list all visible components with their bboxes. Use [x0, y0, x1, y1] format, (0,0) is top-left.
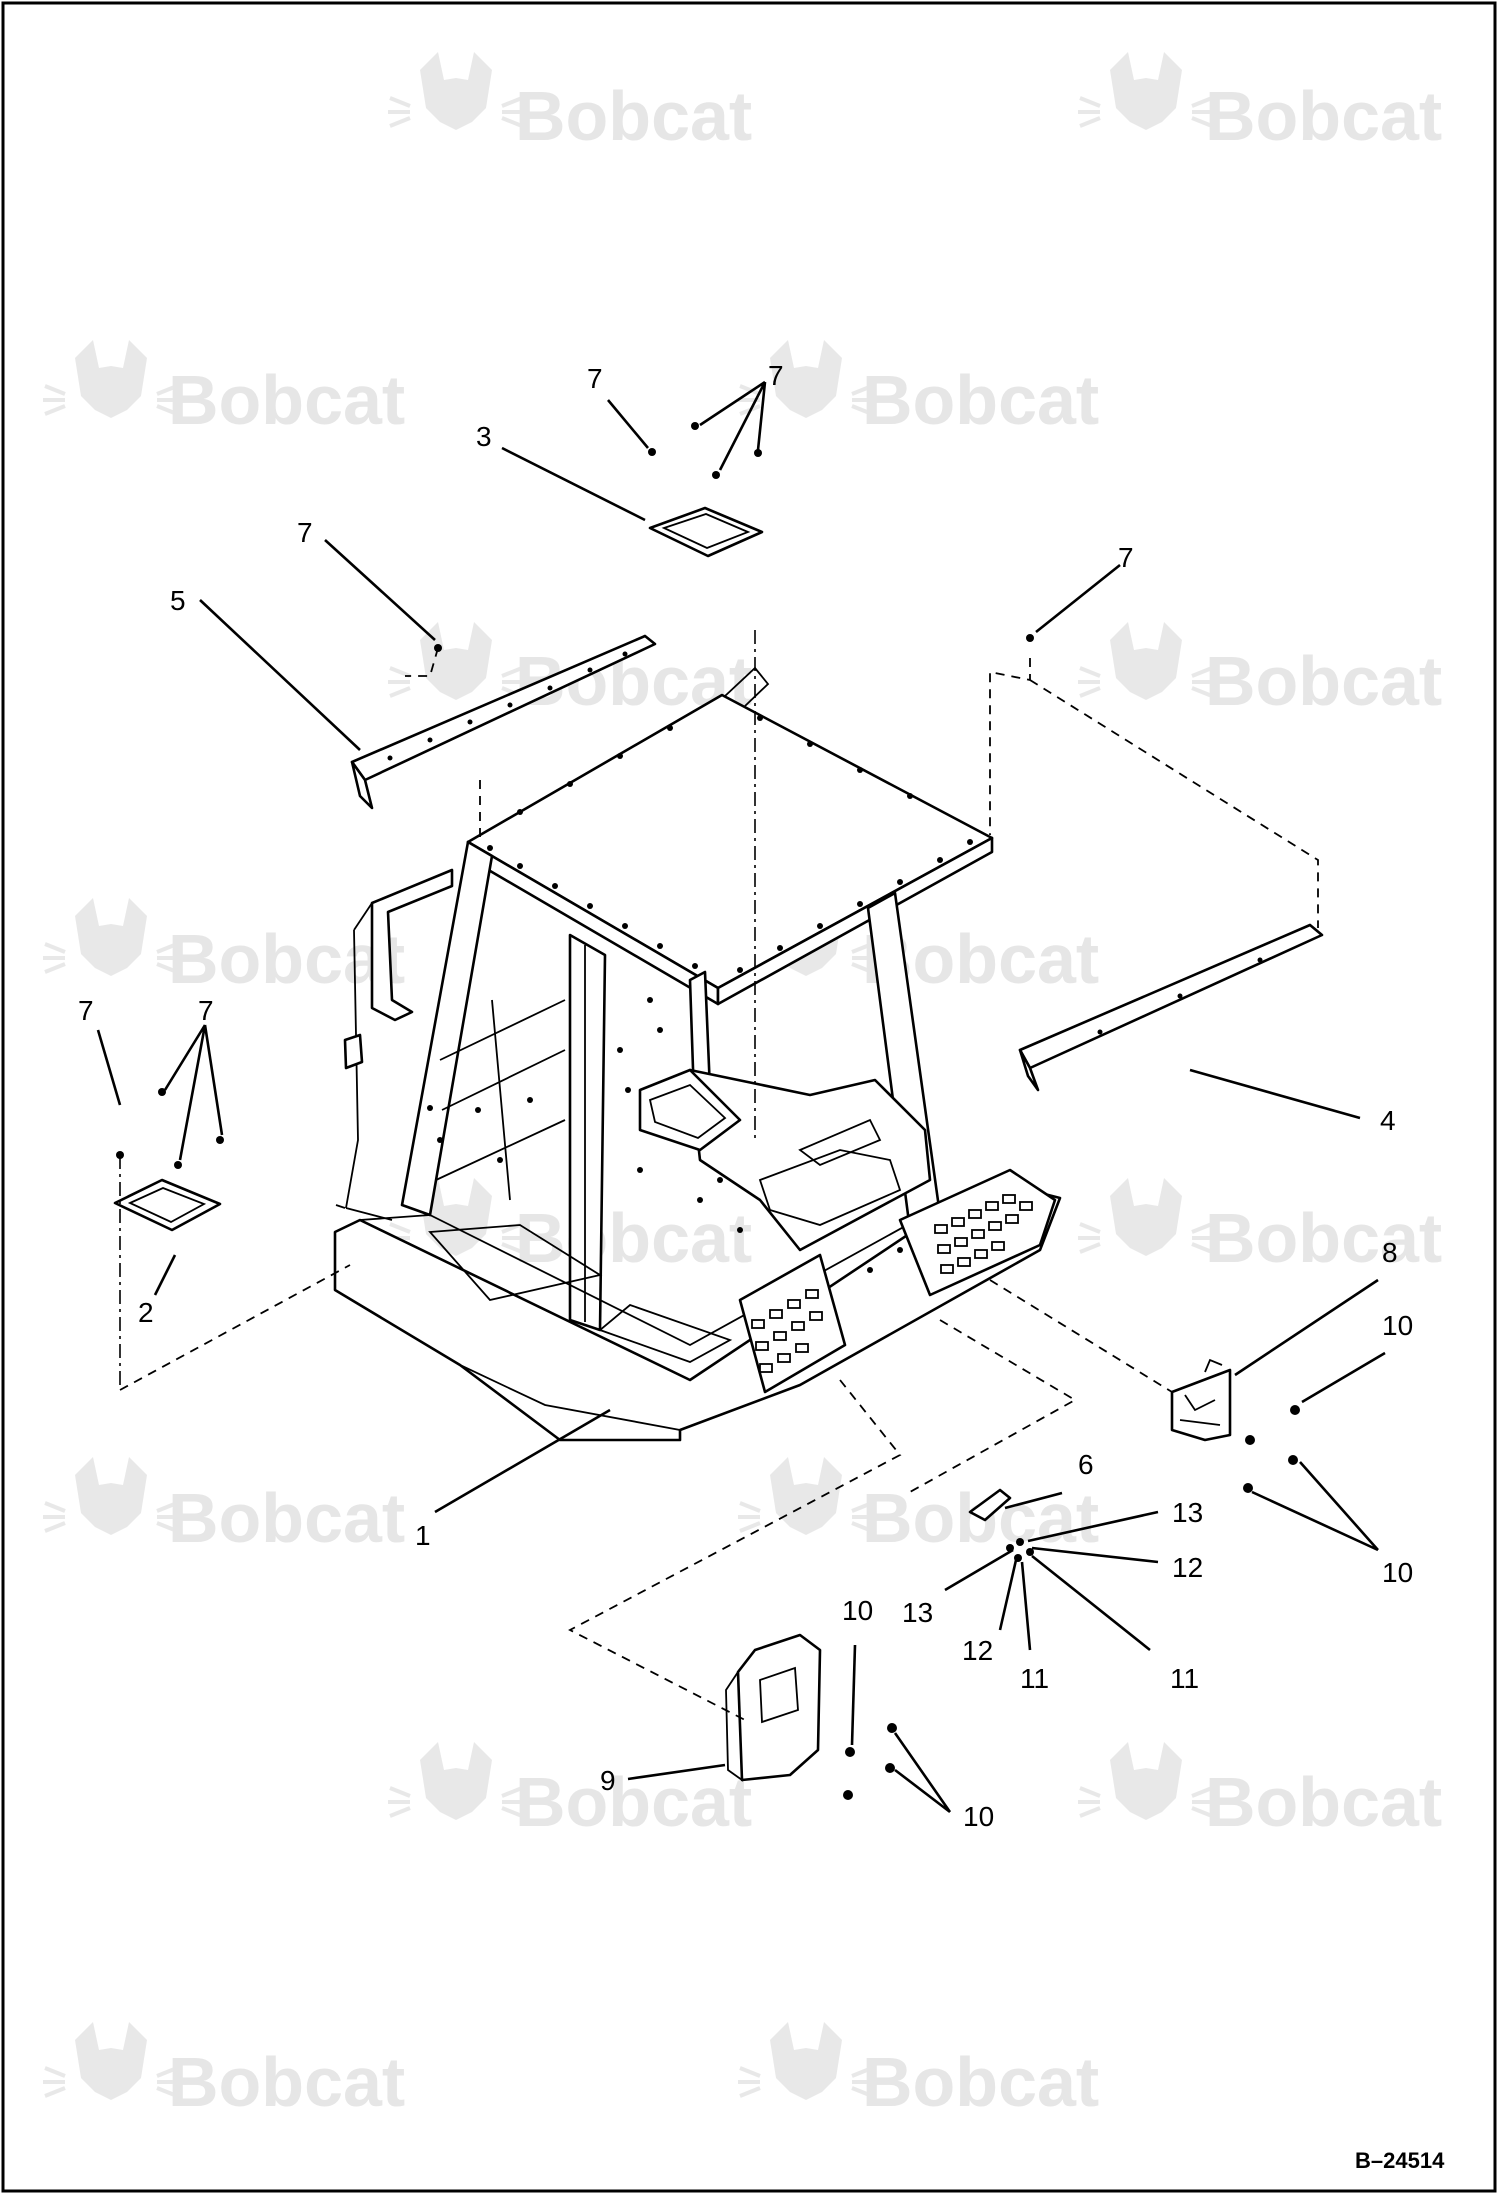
- callout-numbers: 7 7 3 7 7 5 7 7 4 2 8 10 10 1 6 13 12 13…: [78, 360, 1413, 1832]
- side-panel-body: [736, 1633, 822, 1782]
- watermark-text: Bobcat: [862, 2043, 1099, 2121]
- post-front-center: [568, 933, 607, 1332]
- clip-part-6: [968, 1488, 1012, 1522]
- callout-12: 12: [962, 1635, 993, 1666]
- callout-9: 9: [600, 1765, 616, 1796]
- bracket-plate: [1170, 1368, 1232, 1442]
- callout-13: 13: [902, 1597, 933, 1628]
- side-bracket: [343, 1033, 364, 1070]
- floor-window-part-2: [113, 1178, 222, 1232]
- console-inset: [798, 1118, 882, 1167]
- deck-lower-edge: [334, 1289, 681, 1431]
- callout-7: 7: [768, 360, 784, 391]
- floor-window-inner: [127, 1187, 207, 1224]
- watermark-text: Bobcat: [168, 2043, 405, 2121]
- floor-hatch-inner: [648, 1083, 727, 1140]
- left-wall-ribs: [435, 999, 566, 1201]
- callout-7: 7: [198, 995, 214, 1026]
- side-panel-part-9: [725, 1633, 822, 1782]
- callout-1: 1: [415, 1520, 431, 1551]
- leader-lines: [96, 380, 1386, 1814]
- callout-2: 2: [138, 1297, 154, 1328]
- trim-strip-left-end: [350, 760, 374, 810]
- callout-8: 8: [1382, 1237, 1398, 1268]
- callout-13: 13: [1172, 1497, 1203, 1528]
- right-grille-slots: [934, 1194, 1033, 1274]
- callout-11: 11: [1020, 1663, 1049, 1694]
- bracket-part-8: [1170, 1358, 1232, 1442]
- watermark-text: Bobcat: [168, 920, 405, 998]
- callout-7: 7: [297, 517, 313, 548]
- right-grille-housing: [898, 1168, 1057, 1297]
- console-panel: [758, 1149, 902, 1226]
- lift-eye: [724, 666, 770, 707]
- callout-12: 12: [1172, 1552, 1203, 1583]
- callout-5: 5: [170, 585, 186, 616]
- bracket-tab: [1204, 1358, 1223, 1373]
- callout-4: 4: [1380, 1105, 1396, 1136]
- figure-id-label: B–24514: [1355, 2148, 1445, 2173]
- deck-inner-edge: [359, 1181, 986, 1347]
- clip-body: [968, 1488, 1012, 1522]
- callout-6: 6: [1078, 1449, 1094, 1480]
- side-panel-flange: [725, 1669, 743, 1782]
- watermark-text: Bobcat: [168, 1479, 405, 1557]
- assembly-lines: [119, 630, 1319, 1721]
- side-panel-inset: [759, 1666, 799, 1724]
- trim-strip-part-4: [1018, 923, 1324, 1092]
- watermark-text: Bobcat: [515, 1199, 752, 1277]
- floor-hatch-opening: [638, 1068, 742, 1152]
- front-grille-slots: [751, 1289, 823, 1373]
- callout-7: 7: [587, 363, 603, 394]
- roof-window-frame: [648, 506, 764, 558]
- watermark-text: Bobcat: [168, 361, 405, 439]
- watermark-text: Bobcat: [862, 361, 1099, 439]
- console-body: [688, 1068, 932, 1252]
- callout-10: 10: [1382, 1557, 1413, 1588]
- side-rail: [335, 902, 393, 1221]
- watermark-text: Bobcat: [515, 1763, 752, 1841]
- watermark-text: Bobcat: [1205, 642, 1442, 720]
- floor-cutout-left: [428, 1224, 603, 1301]
- canopy-frame-part-1: [333, 666, 1062, 1442]
- roof-window-inner: [661, 513, 751, 549]
- watermark-text: Bobcat: [1205, 1199, 1442, 1277]
- trim-strip-right-end: [1018, 1048, 1040, 1092]
- callout-10: 10: [963, 1801, 994, 1832]
- callout-11: 11: [1170, 1663, 1199, 1694]
- callout-7: 7: [1118, 542, 1134, 573]
- callout-10: 10: [842, 1595, 873, 1626]
- floor-cutout-center: [598, 1303, 733, 1363]
- trim-strip-part-5: [350, 634, 657, 810]
- side-grab-frame: [370, 868, 454, 1022]
- roof-edge-right: [716, 836, 994, 1006]
- roof-window-part-3: [648, 506, 764, 558]
- callout-3: 3: [476, 421, 492, 452]
- watermark-text: Bobcat: [515, 77, 752, 155]
- floor-window-frame: [113, 1178, 222, 1232]
- callout-7: 7: [78, 995, 94, 1026]
- bracket-detail: [1179, 1394, 1221, 1426]
- watermark-text: Bobcat: [1205, 77, 1442, 155]
- callout-10: 10: [1382, 1310, 1413, 1341]
- watermark-text: Bobcat: [1205, 1763, 1442, 1841]
